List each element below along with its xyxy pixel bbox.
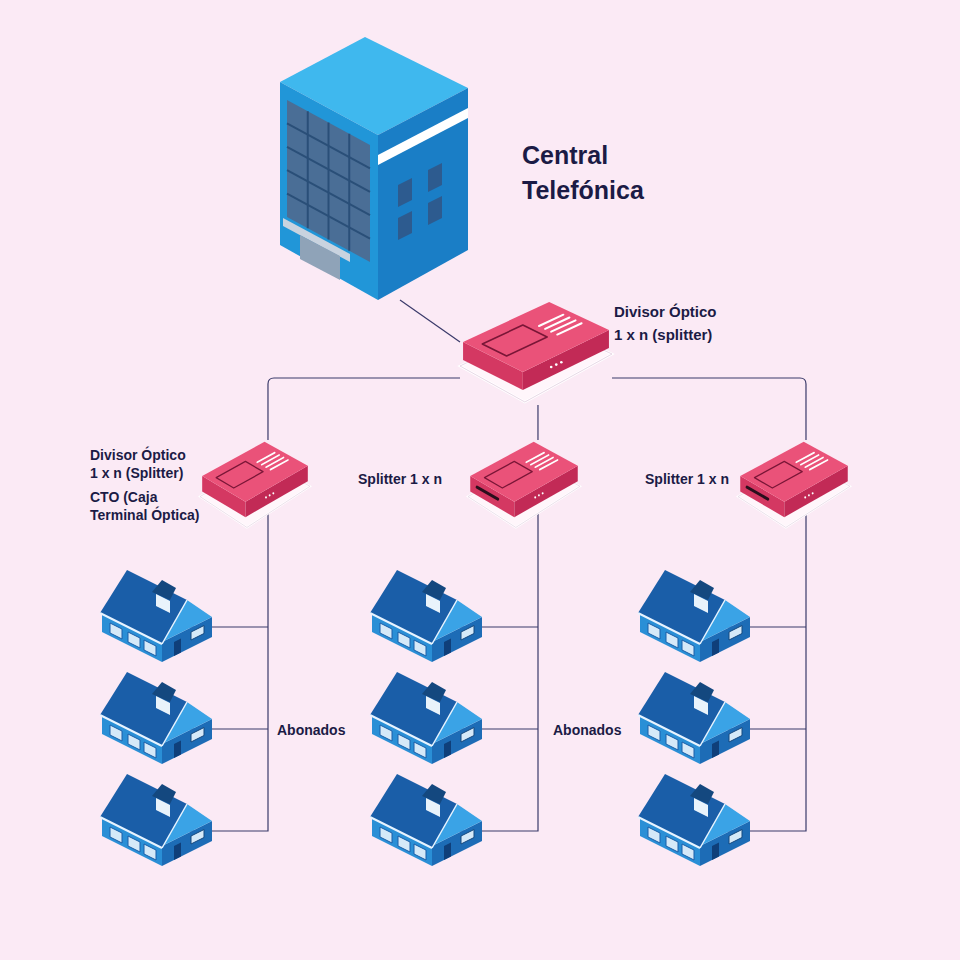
graphic-part bbox=[287, 147, 370, 192]
subscriber-label: Abonados bbox=[553, 721, 621, 739]
house-icon bbox=[370, 570, 482, 662]
graphic-part bbox=[808, 494, 810, 496]
graphic-part bbox=[484, 461, 532, 488]
graphic-part bbox=[555, 363, 558, 366]
graphic-part bbox=[300, 235, 340, 280]
graphic-part bbox=[202, 442, 308, 502]
house-icon bbox=[100, 570, 212, 662]
house-icon bbox=[638, 570, 750, 662]
splitter-shape bbox=[738, 440, 850, 530]
house-icon bbox=[100, 774, 212, 866]
house-icon bbox=[100, 672, 212, 764]
graphic-part bbox=[270, 460, 288, 470]
fiber-link bbox=[537, 405, 538, 440]
splitter-box: Splitter 1 x n bbox=[468, 440, 580, 530]
graphic-part bbox=[810, 460, 828, 470]
house-icon bbox=[370, 672, 482, 764]
building-shape bbox=[275, 35, 470, 300]
drop-lines bbox=[190, 500, 806, 831]
graphic-part bbox=[428, 196, 442, 225]
graphic-part bbox=[796, 453, 814, 463]
graphic-part bbox=[531, 455, 549, 465]
graphic-part bbox=[557, 323, 581, 334]
graphic-part bbox=[796, 453, 827, 470]
graphic-part bbox=[482, 325, 547, 356]
splitter-box: Divisor Óptico 1 x n (Splitter)CTO (Caja… bbox=[200, 440, 310, 530]
graphic-part bbox=[265, 496, 267, 498]
graphic-part bbox=[539, 315, 582, 335]
graphic-part bbox=[216, 461, 263, 488]
graphic-part bbox=[545, 318, 569, 329]
graphic-part bbox=[470, 442, 578, 502]
graphic-part bbox=[378, 88, 468, 300]
graphic-part bbox=[550, 366, 553, 369]
graphic-part bbox=[551, 320, 575, 331]
graphic-part bbox=[257, 453, 288, 470]
graphic-part bbox=[262, 455, 280, 465]
fiber-link bbox=[612, 378, 806, 440]
node-label: Splitter 1 x n bbox=[358, 470, 442, 488]
node-label: Divisor Óptico 1 x n (Splitter) bbox=[90, 446, 190, 482]
drop-line bbox=[190, 500, 268, 831]
splitter-shape bbox=[468, 440, 580, 530]
graphic-part bbox=[560, 361, 563, 364]
graphic-part bbox=[534, 496, 536, 498]
house-icon bbox=[638, 774, 750, 866]
graphic-part bbox=[348, 134, 350, 251]
graphic-part bbox=[740, 442, 848, 502]
graphic-part bbox=[804, 496, 806, 498]
graphic-part bbox=[542, 492, 544, 494]
graphic-part bbox=[526, 453, 544, 463]
graphic-part bbox=[747, 487, 768, 499]
graphic-part bbox=[257, 453, 275, 463]
splitter-box: Splitter 1 x n bbox=[738, 440, 850, 530]
graphic-part bbox=[463, 302, 609, 372]
graphic-part bbox=[398, 211, 412, 240]
graphic-part bbox=[801, 455, 819, 465]
graphic-part bbox=[538, 494, 540, 496]
graphic-part bbox=[287, 170, 370, 215]
graphic-part bbox=[805, 457, 823, 467]
houses bbox=[100, 570, 750, 866]
node-label: Splitter 1 x n bbox=[645, 470, 729, 488]
fiber-link bbox=[268, 378, 460, 440]
graphic-part bbox=[539, 315, 563, 326]
drop-line bbox=[460, 500, 538, 831]
splitter-shape bbox=[460, 300, 612, 405]
graphic-part bbox=[398, 178, 412, 207]
graphic-part bbox=[535, 457, 553, 467]
subscriber-label: Abonados bbox=[277, 721, 345, 739]
building-node: Central Telefónica bbox=[275, 35, 470, 300]
house-icon bbox=[370, 774, 482, 866]
graphic-part bbox=[287, 100, 370, 262]
graphic-part bbox=[280, 82, 378, 300]
node-label: Central Telefónica bbox=[522, 138, 672, 208]
drop-line bbox=[728, 500, 806, 831]
node-label: Divisor Óptico 1 x n (splitter) bbox=[614, 300, 724, 346]
splitter-box: Divisor Óptico 1 x n (splitter) bbox=[460, 300, 612, 405]
graphic-part bbox=[266, 457, 284, 467]
graphic-part bbox=[540, 460, 558, 470]
graphic-part bbox=[287, 123, 370, 168]
graphic-part bbox=[812, 492, 814, 494]
graphic-part bbox=[307, 111, 309, 228]
graphic-part bbox=[272, 492, 274, 494]
graphic-part bbox=[754, 461, 802, 488]
fiber-link bbox=[400, 300, 460, 342]
splitter-shape bbox=[200, 440, 310, 530]
graphic-part bbox=[428, 163, 442, 192]
graphic-part bbox=[378, 108, 468, 165]
house-icon bbox=[638, 672, 750, 764]
graphic-part bbox=[328, 122, 330, 239]
graphic-part bbox=[269, 494, 271, 496]
graphic-part bbox=[526, 453, 557, 470]
graphic-part bbox=[477, 487, 498, 499]
node-label: CTO (Caja Terminal Óptica) bbox=[90, 488, 204, 524]
